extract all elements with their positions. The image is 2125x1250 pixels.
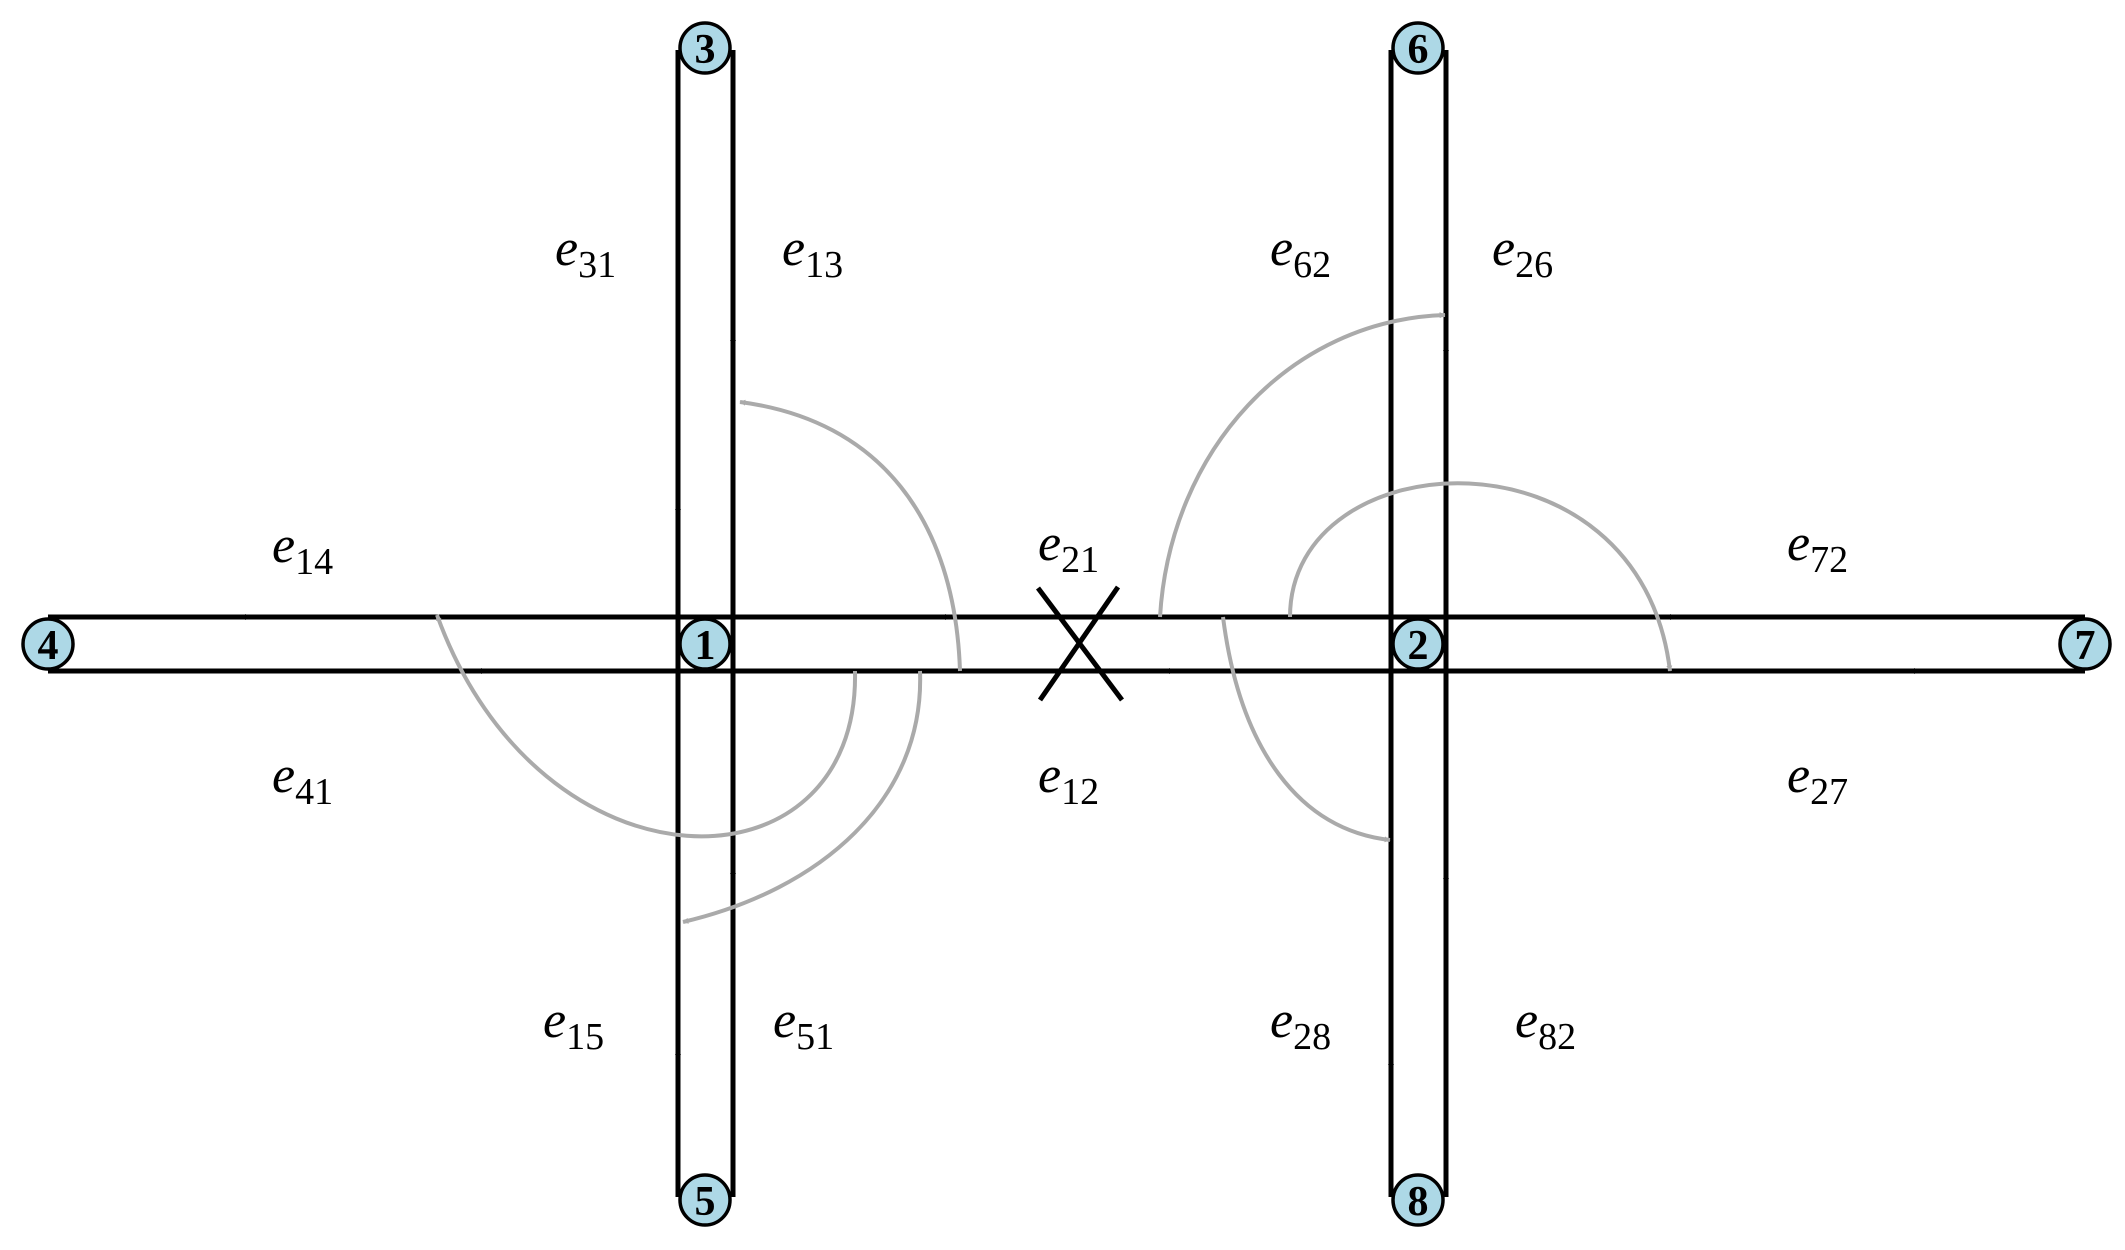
node-7: 7 [2058,617,2112,671]
node-label: 5 [695,1179,716,1225]
edge-label-e41: e41 [272,747,333,813]
node-1: 1 [678,617,732,671]
turn-arc-1 [739,399,962,672]
lane-direction-arrows [240,335,1920,1070]
edge-label-e31: e31 [555,220,616,286]
node-4: 4 [21,617,75,671]
edge-label-e28: e28 [1270,992,1331,1058]
cross-icon [1036,585,1124,702]
node-8: 8 [1391,1173,1445,1227]
node-3: 3 [678,21,732,75]
node-2: 2 [1391,617,1445,671]
node-label: 7 [2075,623,2096,669]
edge-label-e72: e72 [1787,515,1848,581]
edge-label-e62: e62 [1270,220,1331,286]
node-label: 4 [38,623,59,669]
node-label: 3 [695,27,716,73]
node-6: 6 [1391,21,1445,75]
turn-arc-3 [682,670,923,924]
node-label: 1 [695,623,716,669]
edge-label-e51: e51 [773,992,834,1058]
turn-arc-5 [1288,481,1673,672]
edge-label-e13: e13 [782,220,843,286]
edge-label-e21: e21 [1038,515,1099,581]
edge-label-e27: e27 [1787,747,1848,813]
node-label: 6 [1408,27,1429,73]
edge-label-e12: e12 [1038,747,1099,813]
turn-arc-2 [435,614,858,839]
node-label: 8 [1408,1179,1429,1225]
edge-label-e15: e15 [543,992,604,1058]
node-label: 2 [1408,623,1429,669]
edge-label-e82: e82 [1515,992,1576,1058]
node-5: 5 [678,1173,732,1227]
turn-arc-6 [1221,616,1391,843]
turn-arc-4 [1158,312,1446,618]
edge-label-e14: e14 [272,517,333,583]
edge-label-e26: e26 [1492,220,1553,286]
turning-movement-arcs [435,312,1673,924]
